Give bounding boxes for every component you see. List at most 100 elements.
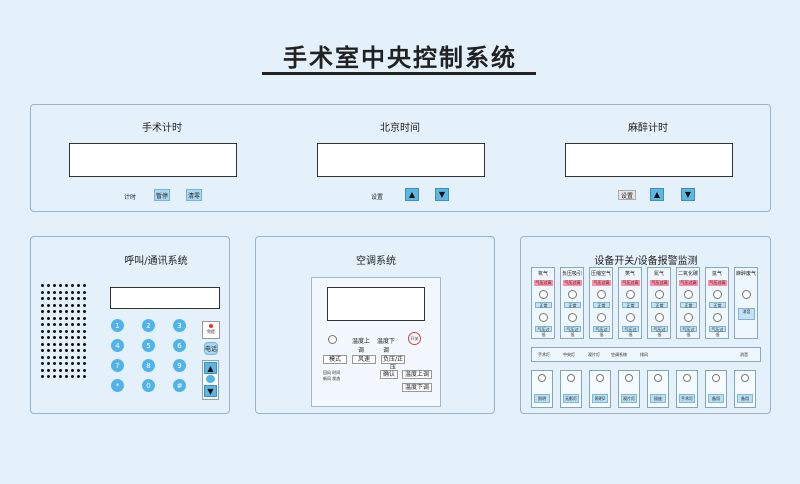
pressure-low-label: 气压过低 xyxy=(622,326,639,337)
beijing-up-button[interactable]: ▲ xyxy=(405,188,419,201)
gas-label: 二氧化碳 xyxy=(677,271,698,277)
alarm-columns: 氧气气压过高正常气压过低负压吸引气压过高正常气压过低压缩空气气压过高正常气压过低… xyxy=(531,267,766,367)
anesthesia-up-button[interactable]: ▲ xyxy=(650,188,664,201)
surgery-timer-display xyxy=(69,143,237,177)
ac-mode-button[interactable]: 负压/正压 xyxy=(381,355,405,371)
status-item: 空调系统 xyxy=(611,352,627,357)
keypad-key[interactable]: 2 xyxy=(142,319,155,332)
speaker-dot xyxy=(77,342,80,346)
keypad-key[interactable]: 6 xyxy=(173,339,186,352)
pressure-low-label: 气压过低 xyxy=(564,326,581,337)
speaker-dot xyxy=(71,290,74,294)
keypad-key[interactable]: # xyxy=(173,379,186,392)
speaker-dot xyxy=(59,355,62,359)
anesthesia-down-button[interactable]: ▼ xyxy=(681,188,695,201)
keypad-key[interactable]: 9 xyxy=(173,359,186,372)
device-switch[interactable]: 手术灯 xyxy=(676,370,698,408)
ac-up-button[interactable]: 温度上调 xyxy=(402,370,432,379)
ac-power-button[interactable]: 开关 xyxy=(408,332,421,345)
gas-column: 氮气气压过高正常气压过低 xyxy=(647,267,671,339)
ac-control-face: 温度上调 温度下调 开关 模式风速负压/正压 回风 时间 新风 状态 确认 温度… xyxy=(311,277,441,407)
alarm-title: 设备开关/设备报警监测 xyxy=(594,256,698,267)
keypad-key[interactable]: 3 xyxy=(173,319,186,332)
volume-control: ▲ ▼ xyxy=(202,360,219,400)
speaker-dot xyxy=(59,310,62,313)
beijing-down-button[interactable]: ▼ xyxy=(435,188,449,201)
volume-down-button[interactable]: ▼ xyxy=(204,385,217,397)
handsfree-button[interactable]: 免提 xyxy=(202,321,220,339)
switch-indicator xyxy=(567,374,575,382)
speaker-dot xyxy=(47,303,50,307)
keypad-key[interactable]: 7 xyxy=(111,359,124,372)
speaker-dot xyxy=(53,310,56,313)
status-item: 排风 xyxy=(640,352,648,357)
speaker-dot xyxy=(77,297,80,300)
device-switch[interactable]: 插座 xyxy=(647,370,669,408)
switch-label: 备用 xyxy=(737,394,753,403)
ac-left-circle[interactable] xyxy=(328,335,337,344)
up-arrow-icon: ▲ xyxy=(207,363,214,373)
speaker-dot xyxy=(53,375,56,378)
keypad-key[interactable]: 0 xyxy=(142,379,155,392)
switch-indicator xyxy=(538,374,546,382)
device-switch[interactable]: 无影灯 xyxy=(560,370,582,408)
status-indicator xyxy=(568,313,577,322)
ac-temp-up-label[interactable]: 温度上调 xyxy=(351,338,370,354)
speaker-dot xyxy=(83,316,86,320)
mute-button[interactable]: 消音 xyxy=(738,308,755,320)
device-switch[interactable]: 照明 xyxy=(531,370,553,408)
switch-indicator xyxy=(625,374,633,382)
device-switch[interactable]: 备用 xyxy=(734,370,756,408)
device-switch[interactable]: 照明2 xyxy=(589,370,611,408)
speaker-dot xyxy=(77,336,80,339)
return-air-label: 回风 xyxy=(323,370,331,375)
phone-button[interactable]: 电话 xyxy=(204,342,218,355)
speaker-dot xyxy=(77,323,80,326)
volume-up-button[interactable]: ▲ xyxy=(204,362,217,374)
speaker-dot xyxy=(83,284,86,287)
speaker-dot xyxy=(65,329,68,333)
speaker-dot xyxy=(59,329,62,333)
ac-title: 空调系统 xyxy=(356,256,396,267)
speaker-dot xyxy=(41,375,44,378)
ac-left-grid-row: 回风 时间 xyxy=(323,370,378,376)
alarm-panel: 设备开关/设备报警监测 氧气气压过高正常气压过低负压吸引气压过高正常气压过低压缩… xyxy=(520,236,771,414)
fresh-air-label: 新风 xyxy=(323,376,331,381)
speaker-dot xyxy=(53,368,56,372)
keypad-key[interactable]: 8 xyxy=(142,359,155,372)
status-indicator xyxy=(713,290,722,299)
switch-label: 无影灯 xyxy=(563,394,579,403)
time-label: 时间 xyxy=(332,370,341,375)
ac-confirm-button[interactable]: 确认 xyxy=(380,370,398,379)
speaker-dot xyxy=(77,284,80,287)
ac-down-button[interactable]: 温度下调 xyxy=(402,383,432,392)
gas-label: 压缩空气 xyxy=(590,271,611,277)
keypad-key[interactable]: 1 xyxy=(111,319,124,332)
ac-temp-down-label[interactable]: 温度下调 xyxy=(376,338,395,354)
speaker-dot xyxy=(53,362,56,365)
keypad-key[interactable]: 4 xyxy=(111,339,124,352)
keypad-key[interactable]: 5 xyxy=(142,339,155,352)
ac-mode-button[interactable]: 风速 xyxy=(352,355,376,364)
status-indicator xyxy=(655,290,664,299)
gas-column: 负压吸引气压过高正常气压过低 xyxy=(560,267,584,339)
speaker-dot xyxy=(47,355,50,359)
device-switch[interactable]: 观片灯 xyxy=(618,370,640,408)
surgery-clear-button[interactable]: 清零 xyxy=(186,189,202,201)
state-label: 状态 xyxy=(332,376,341,381)
gas-label: 氮气 xyxy=(653,271,664,277)
speaker-dot xyxy=(41,368,44,372)
surgery-pause-button[interactable]: 暂停 xyxy=(154,189,170,201)
speaker-dot xyxy=(47,323,50,326)
device-switch[interactable]: 备用 xyxy=(705,370,727,408)
speaker-dot xyxy=(41,355,44,359)
speaker-dot xyxy=(41,290,44,294)
gas-label: 氧气 xyxy=(537,271,548,277)
speaker-dot xyxy=(59,323,62,326)
keypad-key[interactable]: * xyxy=(111,379,124,392)
ac-mode-button[interactable]: 模式 xyxy=(323,355,347,364)
speaker-dot xyxy=(41,342,44,346)
status-indicator xyxy=(626,290,635,299)
gas-column: 二氧化碳气压过高正常气压过低 xyxy=(676,267,700,339)
